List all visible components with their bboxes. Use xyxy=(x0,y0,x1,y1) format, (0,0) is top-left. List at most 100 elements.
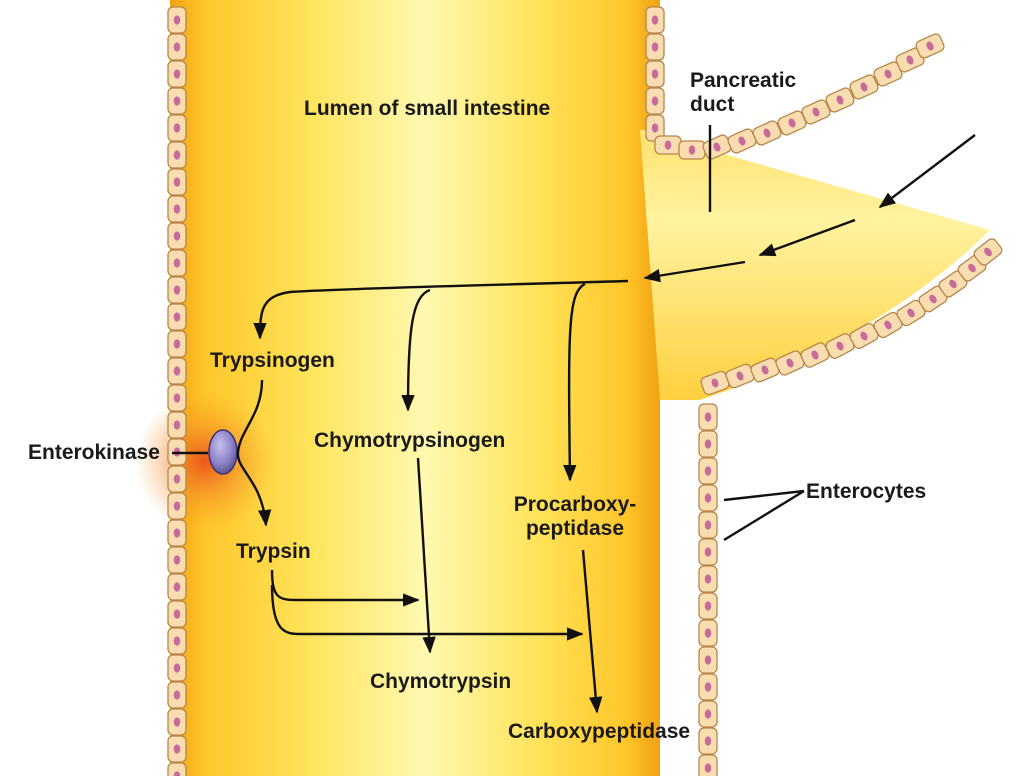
enterocyte-cell xyxy=(168,601,186,627)
cell-nucleus xyxy=(174,609,180,618)
enterocyte-cell xyxy=(646,34,664,60)
enterocyte-cell xyxy=(168,547,186,573)
cell-nucleus xyxy=(705,466,711,475)
cell-nucleus xyxy=(174,717,180,726)
cell-nucleus xyxy=(705,736,711,745)
enterocyte-cell xyxy=(168,61,186,87)
enterocyte-cell xyxy=(168,412,186,438)
enterocyte-cell xyxy=(646,7,664,33)
cell-nucleus xyxy=(174,474,180,483)
cell-nucleus xyxy=(705,412,711,421)
cell-nucleus xyxy=(705,763,711,772)
cell-nucleus xyxy=(705,574,711,583)
cell-nucleus xyxy=(174,42,180,51)
enterocyte-cell xyxy=(168,682,186,708)
trypsinogen-label: Trypsinogen xyxy=(210,349,335,373)
enterocyte-cell xyxy=(168,655,186,681)
enterocyte-cell xyxy=(699,620,717,646)
enterocyte-cell xyxy=(168,628,186,654)
enterocyte-cell xyxy=(699,647,717,673)
cell-nucleus xyxy=(174,69,180,78)
enterocyte-cell xyxy=(168,709,186,735)
enterocyte-cell xyxy=(168,493,186,519)
cell-nucleus xyxy=(174,366,180,375)
enterocyte-cell xyxy=(168,763,186,776)
enterocyte-cell xyxy=(168,304,186,330)
cell-nucleus xyxy=(705,601,711,610)
cell-nucleus xyxy=(174,528,180,537)
cell-nucleus xyxy=(174,177,180,186)
enterocyte-cell xyxy=(168,250,186,276)
cell-nucleus xyxy=(652,96,658,105)
trypsin-label: Trypsin xyxy=(236,540,311,564)
chymotrypsin-label: Chymotrypsin xyxy=(370,670,511,694)
enterocyte-cell xyxy=(168,142,186,168)
enterocyte-cell xyxy=(168,115,186,141)
cell-nucleus xyxy=(174,339,180,348)
cell-nucleus xyxy=(652,42,658,51)
cell-nucleus xyxy=(705,439,711,448)
cell-nucleus xyxy=(174,258,180,267)
enterocyte-cell xyxy=(646,88,664,114)
enterokinase-molecule xyxy=(209,430,237,474)
enterocyte-cell xyxy=(168,574,186,600)
enterocyte-cell xyxy=(168,34,186,60)
cell-nucleus xyxy=(174,690,180,699)
cell-nucleus xyxy=(652,69,658,78)
enterocyte-cell xyxy=(699,539,717,565)
enterocyte-cell xyxy=(168,277,186,303)
enterocyte-cell xyxy=(168,466,186,492)
enterocyte-cell xyxy=(646,61,664,87)
cell-nucleus xyxy=(174,150,180,159)
enterocyte-cell xyxy=(699,431,717,457)
cell-nucleus xyxy=(665,140,671,149)
enterocyte-cell xyxy=(699,512,717,538)
enterocyte-cell xyxy=(168,88,186,114)
enterocyte-cell xyxy=(699,485,717,511)
cell-nucleus xyxy=(174,393,180,402)
cell-nucleus xyxy=(174,420,180,429)
cell-nucleus xyxy=(174,204,180,213)
enterokinase-label: Enterokinase xyxy=(28,441,160,465)
lumen-fill xyxy=(170,0,1031,776)
enterocyte-cell xyxy=(699,404,717,430)
enterocyte-cell xyxy=(168,385,186,411)
enterocyte-cell xyxy=(168,736,186,762)
cell-nucleus xyxy=(705,655,711,664)
enterocyte-cell xyxy=(168,196,186,222)
cell-nucleus xyxy=(174,582,180,591)
enterocyte-cell xyxy=(168,520,186,546)
cell-nucleus xyxy=(174,744,180,753)
cell-nucleus xyxy=(174,231,180,240)
cell-nucleus xyxy=(689,145,695,154)
enterocyte-cell xyxy=(699,755,717,776)
enterocyte-cell xyxy=(699,674,717,700)
cell-nucleus xyxy=(174,285,180,294)
cell-nucleus xyxy=(174,15,180,24)
cell-nucleus xyxy=(174,312,180,321)
enterocyte-cell xyxy=(679,141,705,159)
pancreatic-duct-label: Pancreatic duct xyxy=(690,69,796,117)
cell-nucleus xyxy=(705,628,711,637)
cell-nucleus xyxy=(652,123,658,132)
cell-nucleus xyxy=(174,123,180,132)
enterocyte-cell xyxy=(699,593,717,619)
cell-nucleus xyxy=(705,547,711,556)
cell-nucleus xyxy=(705,520,711,529)
cell-nucleus xyxy=(705,709,711,718)
cell-nucleus xyxy=(174,636,180,645)
procarboxypeptidase-label: Procarboxy- peptidase xyxy=(500,493,650,541)
enterocyte-cell xyxy=(699,701,717,727)
enterocyte-cell xyxy=(699,458,717,484)
carboxypeptidase-label: Carboxypeptidase xyxy=(508,720,690,744)
chymotrypsinogen-label: Chymotrypsinogen xyxy=(314,429,505,453)
enterocyte-cell xyxy=(699,728,717,754)
cell-nucleus xyxy=(174,96,180,105)
enterocytes-label: Enterocytes xyxy=(806,480,926,504)
enterocyte-cell xyxy=(699,566,717,592)
enterocyte-cell xyxy=(168,331,186,357)
cell-nucleus xyxy=(174,555,180,564)
enterocyte-cell xyxy=(168,7,186,33)
cell-nucleus xyxy=(705,682,711,691)
lumen-label: Lumen of small intestine xyxy=(304,97,550,121)
